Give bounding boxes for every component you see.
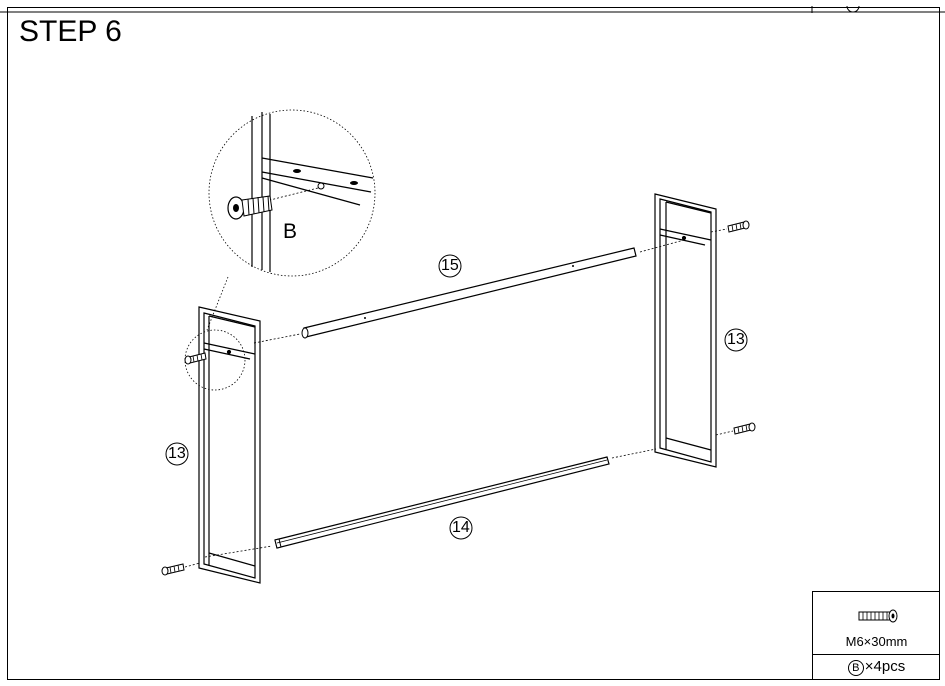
lower-bar-part-14: [204, 448, 657, 558]
bolt-b-detail-icon: [227, 195, 273, 220]
bolt-left-lower-icon: [161, 562, 201, 576]
bolt-icon: [858, 609, 898, 623]
callout-circle-13-right: [724, 328, 748, 352]
callout-circle-14: [449, 516, 473, 540]
bolt-right-upper-icon: [710, 220, 750, 233]
upper-bar-part-15: [253, 239, 685, 344]
step-panel: [7, 7, 940, 680]
hardware-quantity-label: ×4pcs: [864, 658, 906, 675]
bolt-right-lower-icon: [715, 422, 756, 436]
callout-circle-15: [438, 254, 462, 278]
callout-label-13-left: 13: [168, 445, 186, 462]
detail-letter-label: B: [283, 220, 298, 243]
hardware-letter-badge: B: [847, 660, 864, 676]
callout-label-15: 15: [441, 257, 459, 274]
hardware-divider: [813, 654, 940, 655]
detail-view: [206, 109, 376, 331]
bolt-left-upper-icon: [184, 352, 207, 365]
step-title: STEP 6: [19, 15, 122, 48]
left-frame-part-13: [198, 306, 261, 584]
hardware-size-label: M6×30mm: [845, 634, 908, 649]
callout-circle-13-left: [165, 442, 189, 466]
callout-label-13-right: 13: [727, 331, 745, 348]
hardware-quantity: B×4pcs: [813, 658, 940, 676]
callout-label-14: 14: [452, 519, 470, 536]
detail-marker: [184, 329, 246, 391]
hardware-box: M6×30mm B×4pcs: [812, 591, 940, 680]
right-frame-part-13: [654, 193, 717, 468]
